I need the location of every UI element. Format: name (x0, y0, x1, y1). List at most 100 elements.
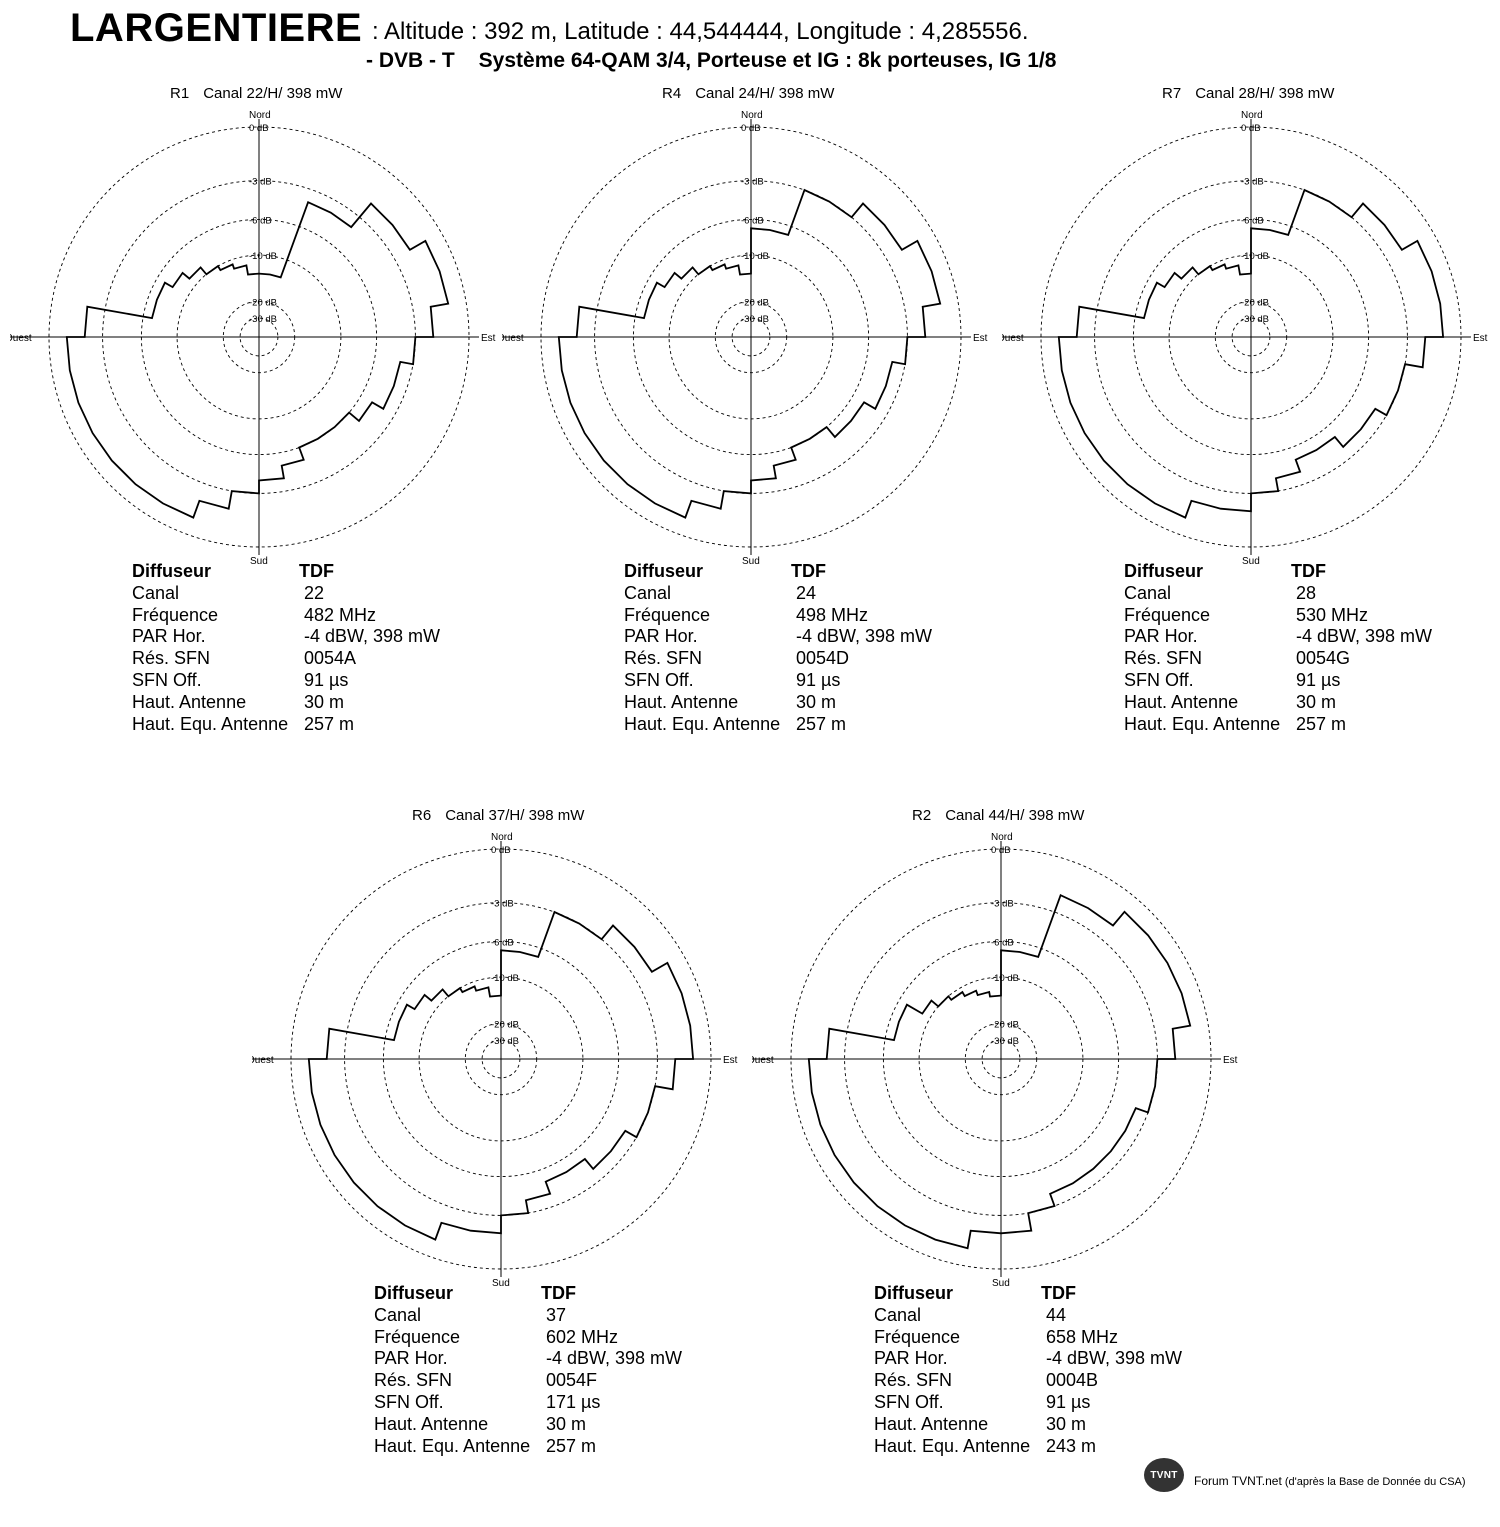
info-label: Fréquence (624, 604, 711, 625)
compass-east: Est (723, 1055, 738, 1066)
info-label: Fréquence (132, 604, 219, 625)
db-ring-label: -20 dB (249, 297, 277, 308)
info-value: 482 MHz (304, 604, 377, 625)
tvnt-logo: TVNT (1144, 1458, 1184, 1492)
info-label: Rés. SFN (624, 648, 703, 669)
info-value: 44 (1046, 1304, 1067, 1325)
multiplex-id: R4 (662, 85, 682, 102)
compass-east: Est (1473, 333, 1488, 344)
db-ring-label: -10 dB (249, 251, 277, 262)
info-label: Canal (874, 1304, 922, 1325)
info-label: Fréquence (874, 1326, 961, 1347)
info-label: Rés. SFN (1124, 648, 1203, 669)
radiation-pattern-trace (307, 910, 695, 1241)
info-label: Canal (624, 582, 672, 603)
info-value: 658 MHz (1046, 1326, 1119, 1347)
info-value: -4 dBW, 398 mW (796, 626, 933, 647)
compass-east: Est (1223, 1055, 1238, 1066)
info-value: -4 dBW, 398 mW (304, 626, 441, 647)
info-value: 30 m (546, 1413, 587, 1434)
info-value: 257 m (796, 713, 847, 734)
compass-north: Nord (1241, 110, 1263, 121)
db-ring-label: -30 dB (1241, 314, 1269, 325)
db-ring-label: -3 dB (491, 899, 514, 910)
info-label: Rés. SFN (374, 1370, 453, 1391)
site-coordinates: : Altitude : 392 m, Latitude : 44,544444… (372, 18, 1029, 45)
db-ring-label: -6 dB (991, 937, 1014, 948)
info-value: 243 m (1046, 1435, 1097, 1456)
db-ring-label: -10 dB (991, 973, 1019, 984)
channel-summary: Canal 24/H/ 398 mW (695, 85, 835, 102)
info-label: SFN Off. (132, 669, 202, 690)
footer-forum: Forum TVNT.net (1194, 1474, 1282, 1488)
info-value: 0054D (796, 648, 850, 669)
compass-west: Ouest (10, 333, 32, 344)
radiation-pattern-diagram: 0 dB-3 dB-6 dB-10 dB-20 dB-30 dBNordSudE… (252, 832, 738, 1287)
compass-south: Sud (492, 1278, 510, 1287)
info-value: 257 m (546, 1435, 597, 1456)
db-ring-label: -20 dB (741, 297, 769, 308)
compass-north: Nord (249, 110, 271, 121)
info-label: SFN Off. (624, 669, 694, 690)
radiation-pattern-diagram: 0 dB-3 dB-6 dB-10 dB-20 dB-30 dBNordSudE… (10, 110, 496, 565)
compass-north: Nord (491, 832, 513, 843)
info-label: Canal (374, 1304, 422, 1325)
info-label: Haut. Antenne (1124, 691, 1239, 712)
info-value: 257 m (304, 713, 355, 734)
db-ring-label: -20 dB (491, 1019, 519, 1030)
compass-west: Ouest (752, 1055, 774, 1066)
subtitle-standard: - DVB - T (366, 49, 455, 72)
info-label: Haut. Equ. Antenne (374, 1435, 531, 1456)
info-label: PAR Hor. (624, 626, 698, 647)
info-value: 257 m (1296, 713, 1347, 734)
info-value: TDF (541, 1283, 576, 1303)
info-label: SFN Off. (1124, 669, 1194, 690)
info-value: 91 µs (304, 669, 349, 690)
radiation-pattern-trace (65, 200, 450, 519)
info-value: TDF (299, 561, 334, 581)
info-label: Diffuseur (624, 561, 704, 581)
info-label: Rés. SFN (874, 1370, 953, 1391)
info-label: Diffuseur (1124, 561, 1204, 581)
compass-north: Nord (741, 110, 763, 121)
db-ring-label: -3 dB (741, 177, 764, 188)
info-value: TDF (1291, 561, 1326, 581)
db-ring-label: -20 dB (991, 1019, 1019, 1030)
db-ring-label: -3 dB (1241, 177, 1264, 188)
info-value: 91 µs (1046, 1391, 1091, 1412)
info-label: Haut. Equ. Antenne (624, 713, 781, 734)
info-label: Haut. Antenne (624, 691, 739, 712)
db-ring-label: -6 dB (249, 215, 272, 226)
tvnt-logo-text: TVNT (1150, 1469, 1178, 1481)
radiation-pattern-diagram: 0 dB-3 dB-6 dB-10 dB-20 dB-30 dBNordSudE… (752, 832, 1238, 1287)
info-value: 30 m (796, 691, 837, 712)
footer: TVNT Forum TVNT.net (d'après la Base de … (1144, 1456, 1484, 1492)
db-ring-label: -30 dB (249, 314, 277, 325)
db-ring-label: -6 dB (741, 215, 764, 226)
multiplex-id: R6 (412, 807, 432, 824)
info-label: Rés. SFN (132, 648, 211, 669)
footer-credit: Forum TVNT.net (d'après la Base de Donné… (1194, 1474, 1466, 1488)
multiplex-id: R1 (170, 85, 190, 102)
info-value: TDF (1041, 1283, 1076, 1303)
channel-summary: Canal 28/H/ 398 mW (1195, 85, 1335, 102)
info-label: Fréquence (374, 1326, 461, 1347)
info-value: 22 (304, 582, 325, 603)
db-ring-label: -10 dB (741, 251, 769, 262)
info-value: 30 m (1046, 1413, 1087, 1434)
db-ring-label: -6 dB (491, 937, 514, 948)
compass-south: Sud (992, 1278, 1010, 1287)
db-ring-label: -3 dB (249, 177, 272, 188)
info-label: PAR Hor. (132, 626, 206, 647)
db-ring-label: -30 dB (491, 1036, 519, 1047)
info-label: SFN Off. (874, 1391, 944, 1412)
info-label: Diffuseur (874, 1283, 954, 1303)
info-value: 0004B (1046, 1370, 1099, 1391)
